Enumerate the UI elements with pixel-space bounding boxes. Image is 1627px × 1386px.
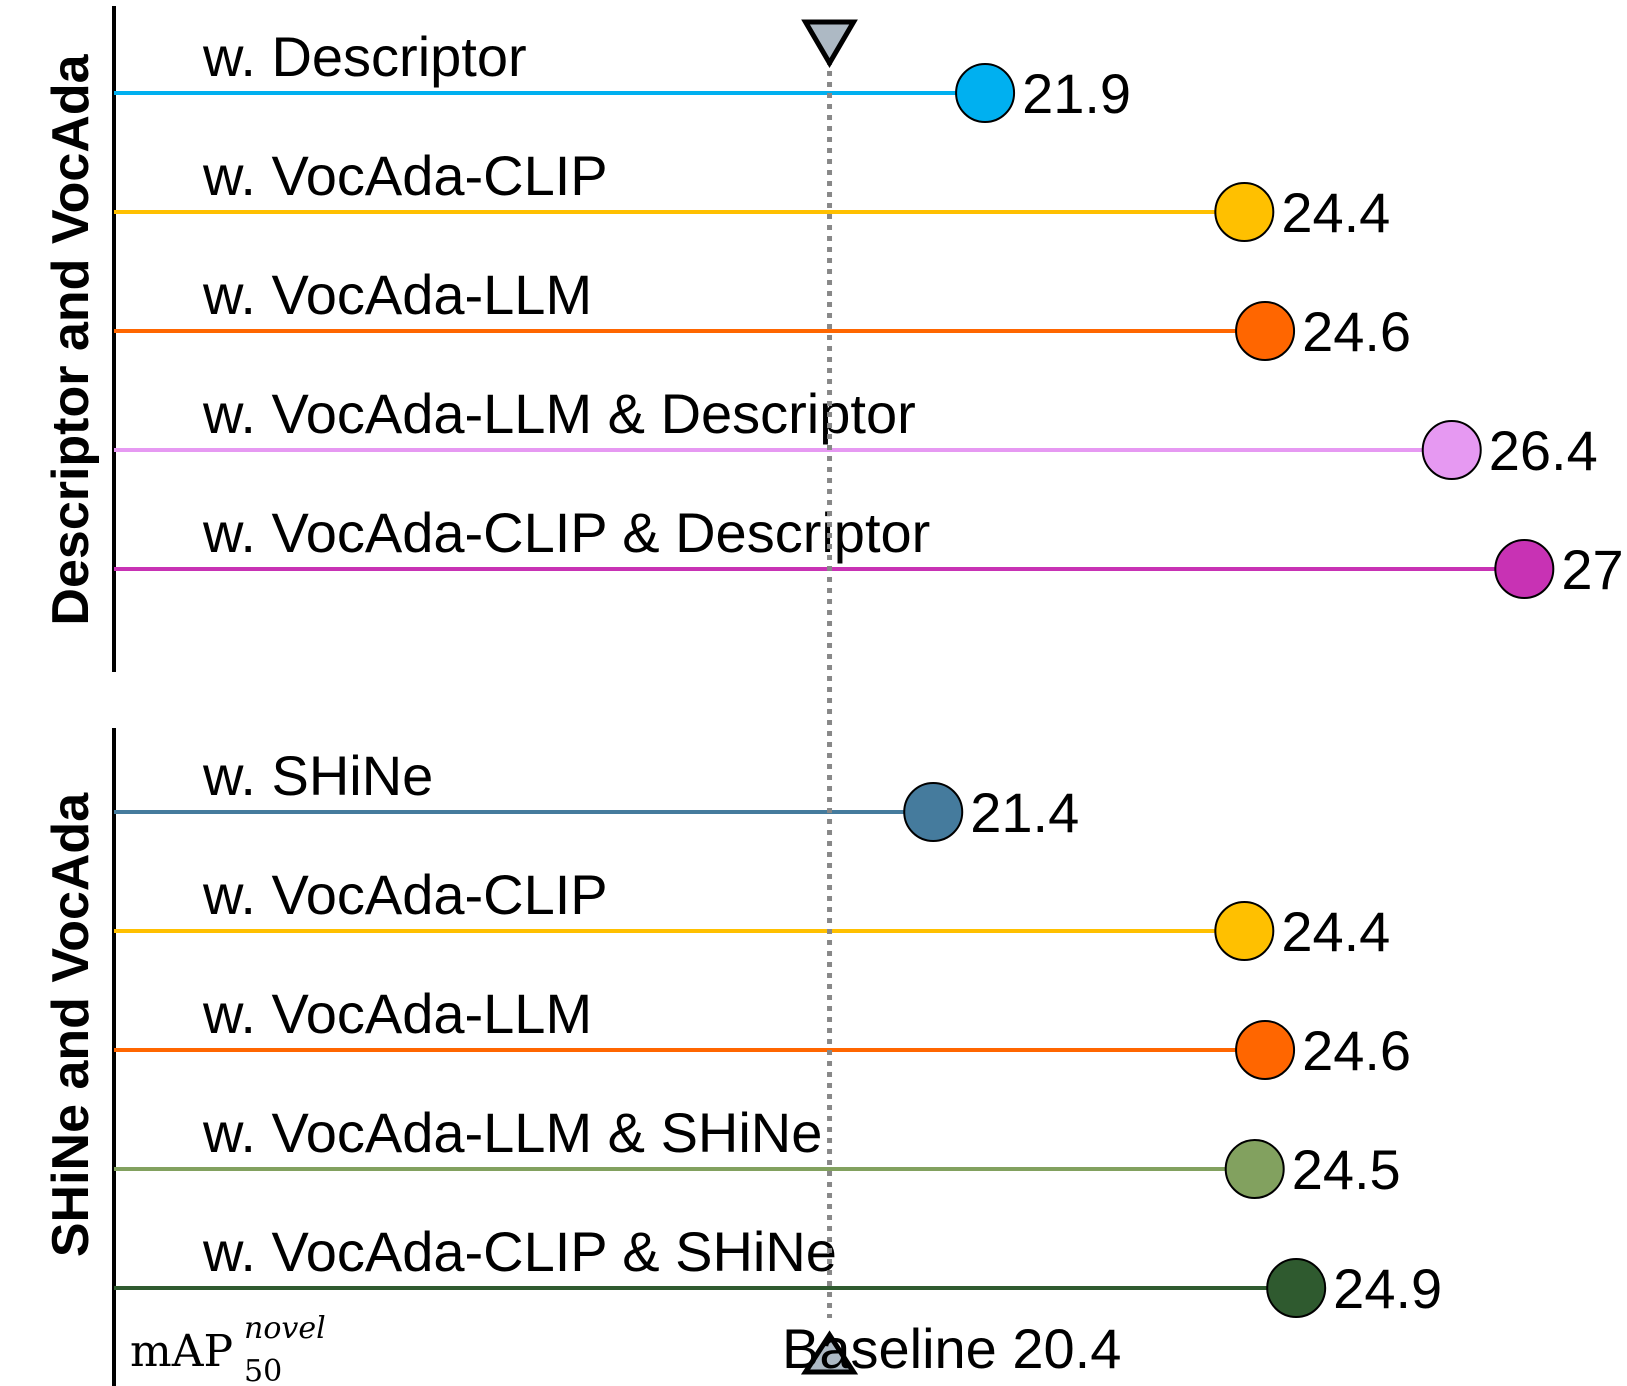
item-label: w. SHiNe	[202, 744, 433, 807]
item-label: w. VocAda-LLM & SHiNe	[202, 1101, 822, 1164]
lollipop-dot	[1266, 1258, 1327, 1318]
lollipop-dot	[1214, 901, 1275, 961]
value-label: 24.4	[1281, 181, 1390, 244]
value-label: 24.5	[1292, 1138, 1401, 1201]
metric-label: mAP	[130, 1326, 233, 1377]
item-label: w. VocAda-LLM	[202, 263, 592, 326]
value-label: 24.6	[1302, 1019, 1411, 1082]
value-label: 26.4	[1489, 419, 1598, 482]
lollipop-dot	[955, 63, 1016, 123]
metric-superscript: novel	[244, 1311, 326, 1346]
lollipop-dot	[903, 782, 964, 842]
item-label: w. VocAda-CLIP	[202, 144, 608, 207]
lollipop-dot	[1214, 182, 1275, 242]
baseline-label: Baseline 20.4	[782, 1317, 1121, 1380]
item-label: w. Descriptor	[202, 25, 527, 88]
metric-base: mAP	[130, 1326, 233, 1377]
lollipop-dot	[1421, 420, 1482, 480]
value-label: 24.4	[1281, 900, 1390, 963]
item-label: w. VocAda-CLIP & Descriptor	[202, 501, 930, 564]
value-label: 24.6	[1302, 300, 1411, 363]
item-label: w. VocAda-LLM	[202, 982, 592, 1045]
baseline-up-triangle-icon	[800, 1330, 859, 1375]
lollipop-items: w. Descriptor 21.9 w. VocAda-CLIP 24.4 w. Vo…	[114, 25, 1627, 1320]
lollipop-dot	[1235, 301, 1296, 361]
value-label: 24.9	[1333, 1257, 1442, 1320]
metric-subscript: 50	[244, 1354, 282, 1386]
lollipop-dot	[1494, 539, 1555, 599]
item-label: w. VocAda-CLIP	[202, 863, 608, 926]
baseline-down-triangle-icon	[801, 19, 858, 68]
value-label: 21.9	[1022, 62, 1131, 125]
item-label: w. VocAda-LLM & Descriptor	[202, 382, 916, 445]
lollipop-dot	[1224, 1139, 1285, 1199]
group-title-1: Descriptor and VocAda	[42, 53, 100, 625]
lollipop-dot	[1235, 1020, 1296, 1080]
item-label: w. VocAda-CLIP & SHiNe	[202, 1220, 837, 1283]
group-title-2: SHiNe and VocAda	[42, 792, 100, 1257]
value-label: 27.1	[1561, 538, 1627, 601]
value-label: 21.4	[970, 781, 1079, 844]
